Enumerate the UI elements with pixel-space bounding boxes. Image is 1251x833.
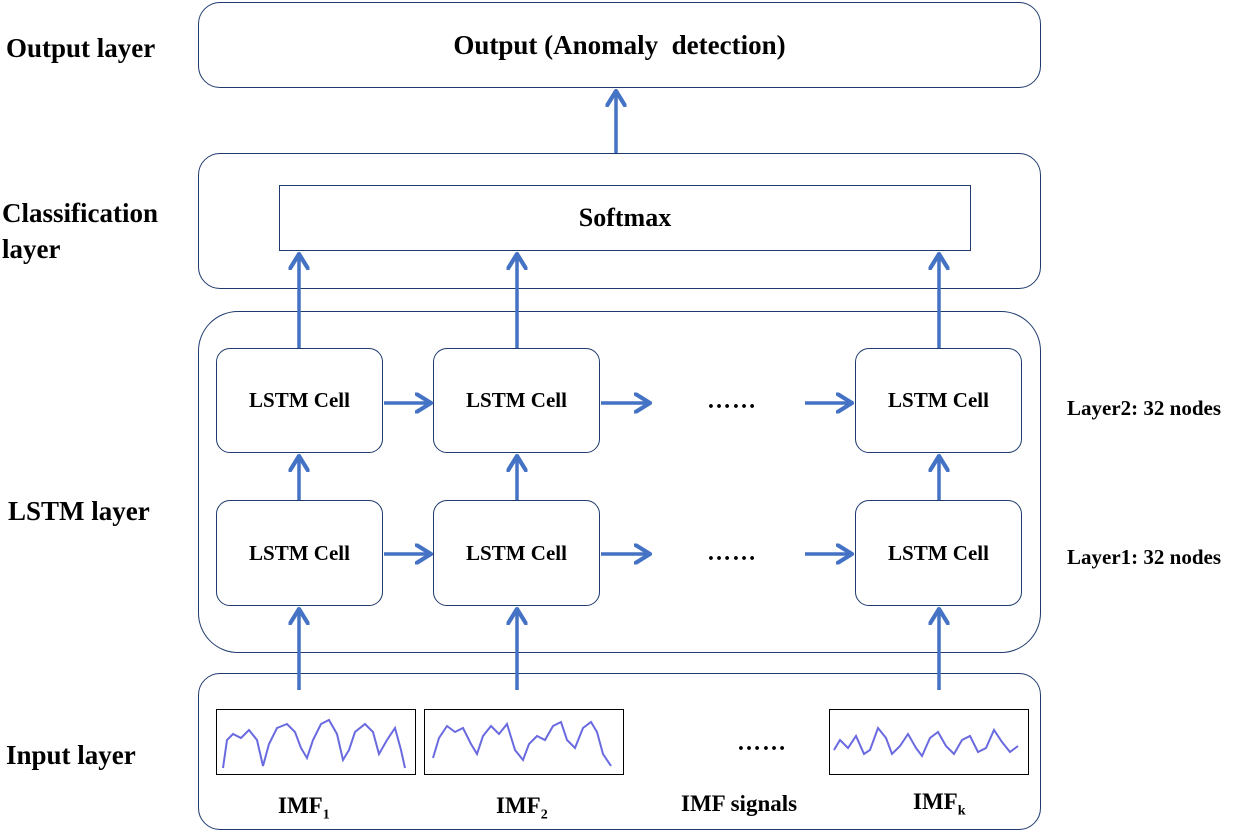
imf2-signal-box [424, 709, 624, 775]
classification-layer-label-line1: Classification [2, 198, 159, 228]
imf2-waveform [432, 720, 612, 767]
imf1-signal-box [216, 709, 416, 775]
softmax-label: Softmax [578, 203, 672, 232]
output-panel: Output (Anomaly detection) [198, 2, 1041, 88]
input-layer-label: Input layer [6, 740, 136, 770]
lstm-cell-l1-1: LSTM Cell [216, 500, 383, 606]
imfk-waveform [833, 725, 1019, 758]
lstm-cell-l1-k: LSTM Cell [855, 500, 1022, 606]
softmax-box: Softmax [279, 185, 971, 251]
lstm-cell-l2-2: LSTM Cell [433, 348, 600, 453]
imf-text: IMF [496, 793, 541, 818]
lstm-cell-label: LSTM Cell [888, 388, 989, 412]
imf1-waveform [222, 718, 406, 769]
output-anomaly-detection-text: Output (Anomaly detection) [453, 29, 786, 60]
lstm-cell-label: LSTM Cell [466, 540, 567, 565]
imf-subscript: 1 [322, 807, 330, 823]
imf1-label: IMF1 [278, 793, 330, 824]
imf2-label: IMF2 [496, 793, 548, 824]
layer1-nodes-note: Layer1: 32 nodes [1067, 545, 1221, 569]
lstm-cell-l2-1: LSTM Cell [216, 348, 383, 453]
lstm-cell-label: LSTM Cell [249, 388, 350, 412]
imf-subscript: 2 [540, 807, 548, 823]
imf-signals-caption: IMF signals [681, 791, 798, 816]
imfk-signal-box [829, 709, 1029, 775]
imfk-label: IMFk [913, 789, 966, 820]
layer2-nodes-note: Layer2: 32 nodes [1067, 396, 1221, 420]
lstm-cell-label: LSTM Cell [249, 540, 350, 565]
imf-text: IMF [913, 789, 958, 814]
classification-layer-label-line2: layer [2, 234, 61, 264]
lstm-cell-label: LSTM Cell [466, 388, 567, 412]
lstm-cell-label: LSTM Cell [888, 540, 989, 565]
ellipsis-input: …… [737, 730, 787, 756]
lstm-cell-l2-k: LSTM Cell [855, 348, 1022, 453]
output-layer-label: Output layer [6, 33, 156, 63]
ellipsis-layer1: …… [707, 540, 757, 566]
lstm-layer-label: LSTM layer [8, 496, 150, 526]
imf-text: IMF [278, 793, 323, 818]
ellipsis-layer2: …… [707, 388, 757, 414]
lstm-cell-l1-2: LSTM Cell [433, 500, 600, 606]
imf-subscript: k [957, 803, 966, 819]
